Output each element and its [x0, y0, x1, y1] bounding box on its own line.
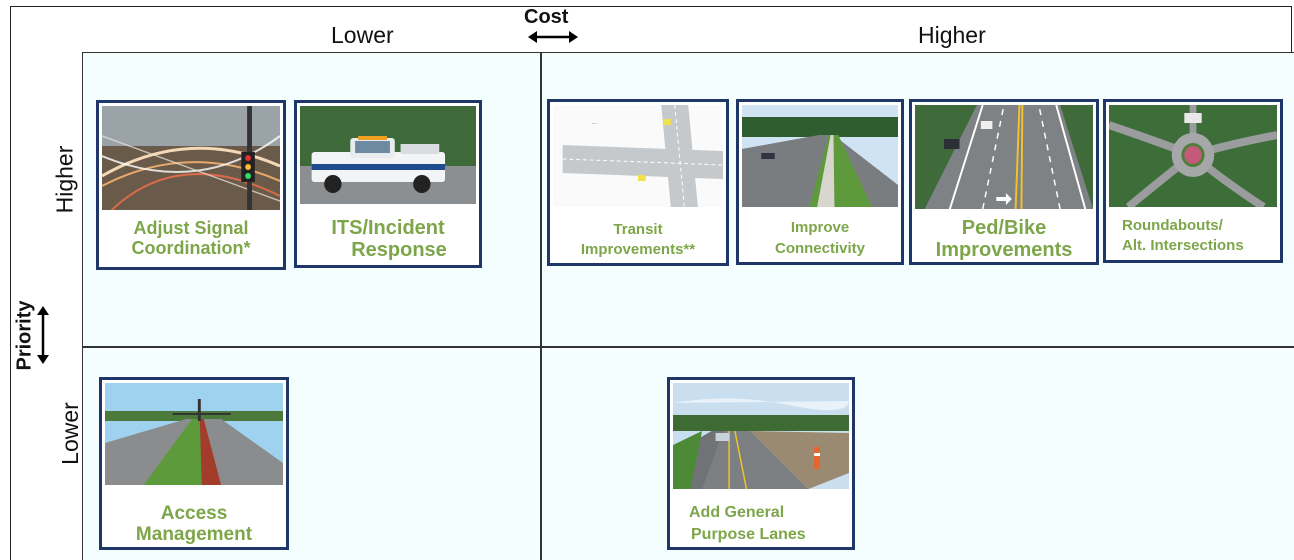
card-improve-connectivity: Improve Connectivity [736, 99, 904, 265]
ped-bike-lanes-photo [915, 105, 1093, 209]
card-access-management: Access Management [99, 377, 289, 550]
card-caption-line1: ITS/Incident [331, 217, 445, 239]
card-caption-line2: Improvements [935, 239, 1073, 261]
roundabout-aerial-photo [1109, 105, 1277, 207]
card-caption-line1: Ped/Bike [961, 217, 1047, 239]
incident-truck-photo [300, 106, 476, 204]
priority-double-arrow-icon [37, 306, 49, 364]
card-caption-line2: Purpose Lanes [691, 525, 806, 543]
card-caption-line1: Adjust Signal [133, 218, 249, 238]
priority-lower-label: Lower [56, 402, 83, 465]
priority-higher-label: Higher [51, 145, 78, 214]
general-purpose-lanes-photo [673, 383, 849, 489]
cost-higher-label: Higher [918, 22, 986, 48]
card-ped-bike-improvements: Ped/Bike Improvements [909, 99, 1099, 265]
card-caption-line2: Response [351, 239, 447, 261]
card-caption-line2: Alt. Intersections [1122, 236, 1244, 254]
priority-divider [82, 346, 1294, 348]
card-caption-line1: Access [160, 503, 228, 524]
transit-diagram-image: — · [553, 105, 723, 207]
svg-text:— ·: — · [592, 122, 600, 127]
priority-axis-title: Priority [13, 300, 36, 371]
card-adjust-signal-coordination: Adjust Signal Coordination* [96, 100, 286, 270]
card-caption-line2: Improvements** [580, 240, 696, 258]
cost-axis-title: Cost [524, 6, 569, 28]
card-roundabouts-alt-intersections: Roundabouts/ Alt. Intersections [1103, 99, 1283, 263]
card-caption-line1: Improve [790, 219, 850, 236]
card-caption-line1: Add General [689, 504, 785, 521]
access-management-photo [105, 383, 283, 485]
card-caption-line2: Connectivity [774, 239, 865, 257]
signal-coordination-photo [102, 106, 280, 210]
cost-divider [540, 52, 542, 560]
cost-double-arrow-icon [528, 31, 578, 43]
card-caption-line2: Coordination* [131, 237, 251, 258]
card-caption-line1: Roundabouts/ [1122, 217, 1223, 234]
card-add-general-purpose-lanes: Add General Purpose Lanes [667, 377, 855, 550]
connectivity-photo [742, 105, 898, 207]
card-transit-improvements: — · Transit Improvements** [547, 99, 729, 266]
card-caption-line2: Management [135, 523, 253, 545]
card-its-incident-response: ITS/Incident Response [294, 100, 482, 268]
card-caption-line1: Transit [613, 221, 663, 238]
cost-lower-label: Lower [331, 22, 394, 48]
